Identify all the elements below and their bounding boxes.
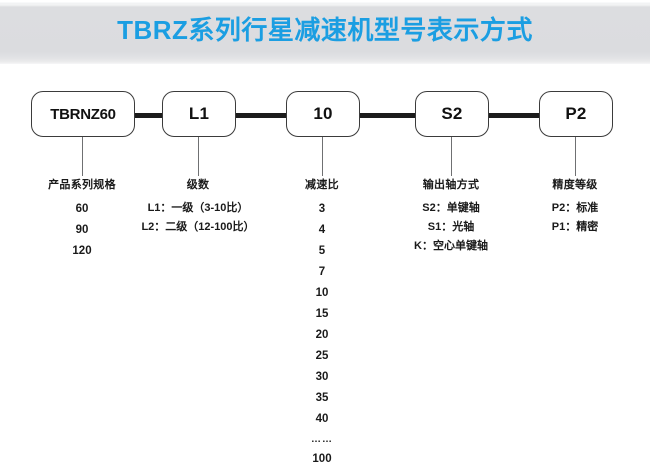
list-item: 25 (315, 350, 329, 362)
title-banner: TBRZ系列行星减速机型号表示方式 (0, 0, 650, 64)
droplink-ratio (322, 137, 324, 176)
node-series[interactable]: TBRNZ60 (31, 91, 135, 137)
list-item: 40 (315, 413, 329, 425)
list-item: 20 (315, 329, 329, 341)
list-item: 120 (72, 245, 92, 257)
list-item: L1：一级（3-10比） (147, 202, 249, 214)
node-ratio-label: 10 (313, 104, 333, 123)
column-output-shaft-title: 输出轴方式 (422, 179, 480, 191)
list-item: P2：标准 (551, 202, 599, 214)
column-series-spec-title: 产品系列规格 (48, 179, 116, 191)
node-stages[interactable]: L1 (162, 91, 236, 137)
connector-stages-to-ratio (234, 113, 288, 118)
list-item: 35 (315, 392, 329, 404)
node-grade-label: P2 (565, 104, 587, 123)
list-item: 7 (318, 266, 326, 278)
list-item: 4 (318, 224, 326, 236)
column-output-shaft: 输出轴方式 S2：单键轴 S1：光轴 K：空心单键轴 (386, 176, 516, 256)
model-code-diagram: TBRNZ60 L1 10 S2 P2 产品系列规格 60 90 120 级数 … (0, 64, 650, 470)
column-reduction-ratio-title: 减速比 (305, 179, 339, 191)
page-title: TBRZ系列行星减速机型号表示方式 (117, 15, 533, 45)
list-item: 15 (315, 308, 329, 320)
list-item: K：空心单键轴 (414, 240, 488, 252)
list-item: 90 (75, 224, 89, 236)
droplink-grade (575, 137, 577, 176)
column-series-spec: 产品系列规格 60 90 120 (17, 176, 147, 262)
connector-shaft-to-grade (487, 113, 541, 118)
node-shaft-label: S2 (441, 104, 463, 123)
droplink-shaft (451, 137, 453, 176)
node-shaft[interactable]: S2 (415, 91, 489, 137)
list-item: 10 (315, 287, 329, 299)
list-item: 3 (318, 203, 326, 215)
node-series-label: TBRNZ60 (50, 105, 116, 123)
column-accuracy-grade-title: 精度等级 (552, 179, 598, 191)
list-item: L2：二级（12-100比） (141, 221, 255, 233)
list-item: 100 (312, 453, 332, 465)
node-grade[interactable]: P2 (539, 91, 613, 137)
droplink-stages (198, 137, 200, 176)
list-item: 5 (318, 245, 326, 257)
list-item: S1：光轴 (427, 221, 475, 233)
list-item: S2：单键轴 (422, 202, 480, 214)
list-item-ellipsis: …… (311, 434, 333, 445)
column-stage-count: 级数 L1：一级（3-10比） L2：二级（12-100比） (123, 176, 273, 237)
connector-ratio-to-shaft (359, 113, 417, 118)
column-accuracy-grade: 精度等级 P2：标准 P1：精密 (520, 176, 630, 237)
list-item: P1：精密 (551, 221, 599, 233)
droplink-series (82, 137, 84, 176)
node-ratio[interactable]: 10 (286, 91, 360, 137)
node-stages-label: L1 (188, 104, 210, 123)
list-item: 30 (315, 371, 329, 383)
list-item: 60 (75, 203, 89, 215)
column-stage-count-title: 级数 (186, 179, 210, 191)
connector-series-to-stages (133, 113, 163, 118)
column-reduction-ratio: 减速比 3 4 5 7 10 15 20 25 30 35 40 …… 100 (272, 176, 372, 470)
